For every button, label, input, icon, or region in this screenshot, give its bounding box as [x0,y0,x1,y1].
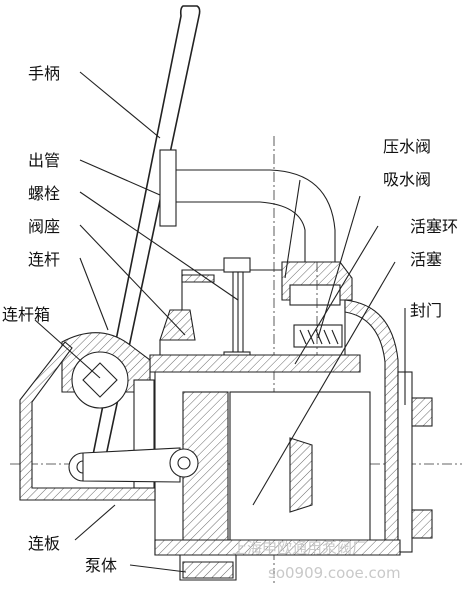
pump-body-shape [149,299,433,581]
label-piston-ring: 活塞环 [410,217,458,236]
label-bolt: 螺栓 [28,184,60,203]
bolt-shape [223,257,251,363]
label-suction-valve: 吸水阀 [383,170,431,189]
watermark-company: 上海申欧通用泵阀厂 [232,539,367,557]
valve-block-shape [159,261,353,356]
rod-box-shape [19,332,199,501]
label-connecting-rod: 连杆 [28,250,60,269]
label-seal-door: 封门 [410,301,442,320]
label-piston: 活塞 [410,250,442,269]
label-handle: 手柄 [28,64,60,83]
label-rod-box: 连杆箱 [2,305,50,324]
outlet-pipe-shape [159,149,340,263]
watermark-site: so0909.cooe.com [268,564,401,582]
label-valve-seat: 阀座 [28,217,60,236]
label-discharge-valve: 压水阀 [383,137,431,156]
label-outlet-pipe: 出管 [28,151,60,170]
label-link-plate: 连板 [28,534,60,553]
leader-lines [34,71,406,573]
label-pump-body: 泵体 [85,556,117,575]
